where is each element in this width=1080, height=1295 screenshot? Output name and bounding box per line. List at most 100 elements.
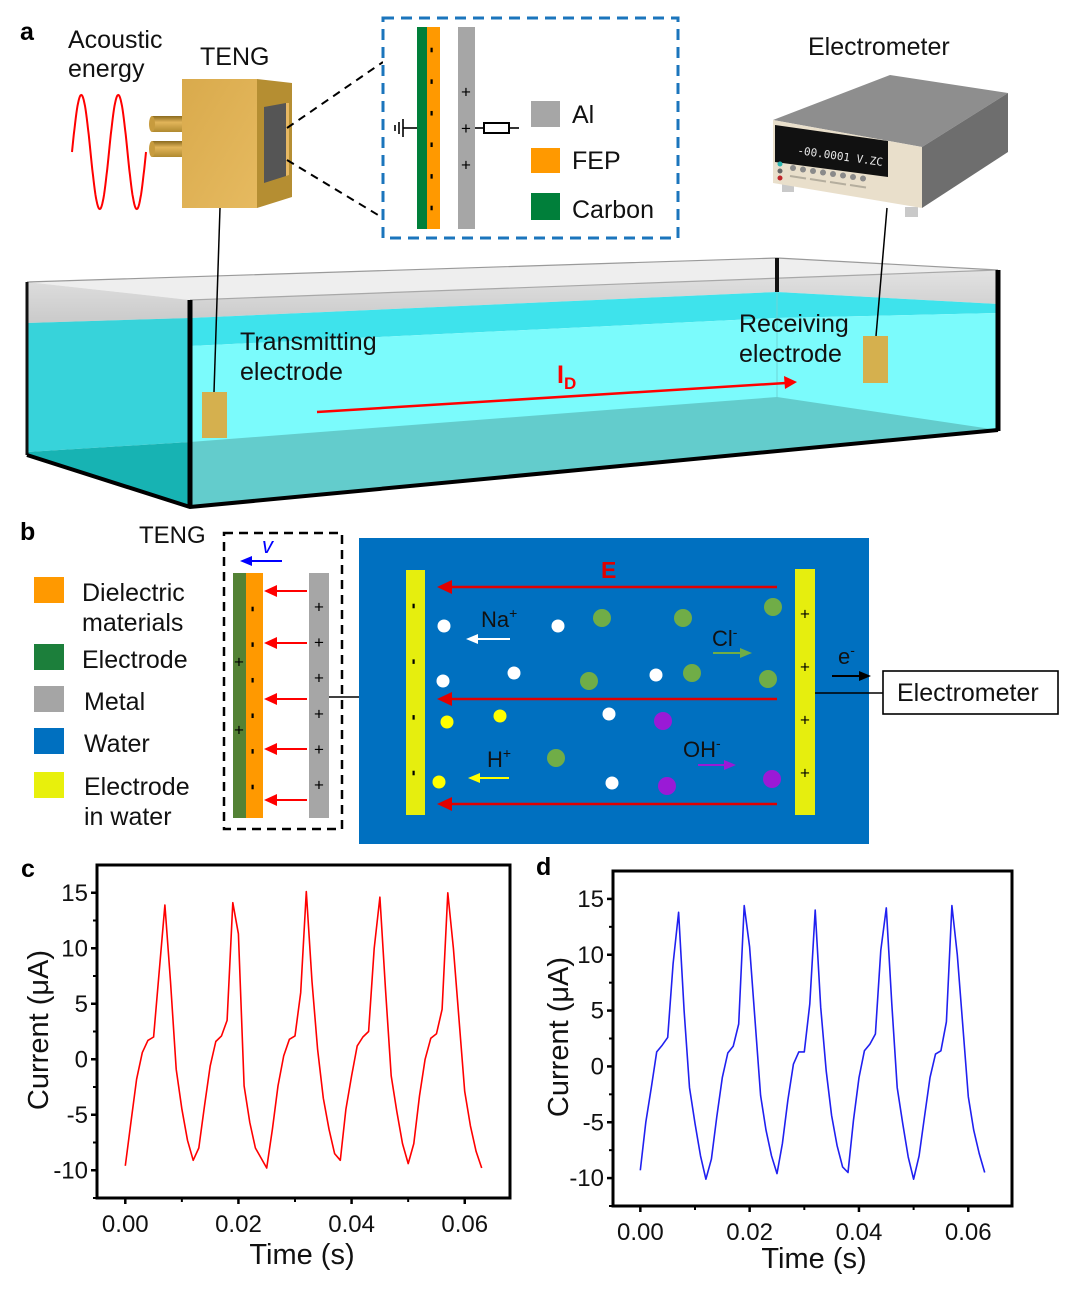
na-ion (437, 619, 451, 633)
right-water-electrode (795, 569, 815, 815)
h-ion-label: H+ (487, 745, 511, 772)
teng-pipe-top (152, 116, 183, 132)
legend-label-electrode: Electrode (82, 646, 188, 674)
negative-charge-icon: - (405, 603, 425, 609)
positive-charge-icon: + (314, 776, 324, 795)
chart-d-x-axis-title: Time (s) (761, 1243, 866, 1275)
teng-label: TENG (200, 43, 269, 71)
oh-ion (654, 712, 672, 730)
h-ion-symbol: H (487, 747, 503, 772)
inset-legend-label-carbon: Carbon (572, 196, 654, 224)
teng-metal-strip (309, 573, 329, 818)
positive-charge-icon: + (314, 704, 324, 723)
y-tick-label: 0 (75, 1046, 88, 1073)
negative-charge-icon: - (244, 748, 264, 754)
positive-charge-icon: + (234, 721, 244, 740)
legend-swatch-water (34, 728, 64, 754)
electrometer-side (922, 93, 1008, 208)
positive-charge-icon: + (314, 633, 324, 652)
electric-field-lines (437, 580, 777, 811)
oh-drift-arrow-head (724, 760, 736, 770)
electrometer-box-label: Electrometer (897, 679, 1039, 707)
legend-label-metal: Metal (84, 688, 145, 716)
field-arrow-head (437, 692, 452, 706)
electrometer-foot-right (905, 207, 918, 217)
negative-charge-icon: - (405, 770, 425, 776)
oh-ion (763, 770, 781, 788)
series-line (124, 890, 483, 1169)
positive-charge-icon: + (461, 119, 471, 138)
h-drift-arrow-head (468, 773, 480, 783)
cl-ions (547, 598, 782, 767)
inset-fep-layer (427, 27, 440, 229)
y-tick-label: 15 (577, 886, 604, 913)
y-tick-label: 5 (591, 998, 604, 1025)
teng-dashed-box (222, 531, 344, 831)
panel-label-a: a (20, 18, 35, 46)
cl-ion (759, 670, 777, 688)
x-tick-label: 0.06 (441, 1211, 488, 1238)
tank-floor (190, 397, 998, 507)
x-tick-label: 0.02 (726, 1219, 773, 1246)
tank-bottom-edge (26, 428, 999, 510)
positive-charge-icon: + (314, 669, 324, 688)
na-ion-charge: + (509, 605, 517, 621)
velocity-arrow (240, 556, 282, 566)
legend-label-water: Water (84, 730, 150, 758)
electrometer-foot-left (782, 183, 794, 192)
negative-charge-icon: - (405, 659, 425, 665)
cl-drift-arrow-head (740, 648, 752, 658)
positive-charge-icon: + (461, 83, 471, 102)
series-line (639, 904, 986, 1180)
teng-pipe-bottom-end (149, 141, 155, 157)
positive-charge-icon: + (314, 740, 324, 759)
cl-ion (764, 598, 782, 616)
cl-ion (547, 749, 565, 767)
acoustic-energy-label-line1: Acoustic (68, 26, 162, 54)
water-tank (25, 257, 1001, 510)
inset-legend-swatch-al (531, 101, 560, 127)
water-surface-band (190, 292, 998, 346)
electrometer-button-red (777, 175, 783, 181)
x-tick-label: 0.06 (945, 1219, 992, 1246)
y-tick-label: 0 (591, 1053, 604, 1080)
oh-ion (658, 777, 676, 795)
h-ions (432, 709, 507, 789)
negative-charge-icon: - (423, 110, 443, 116)
velocity-arrow-head (240, 556, 252, 566)
inset-legend-label-al: Al (572, 101, 594, 129)
cl-ion-charge: - (733, 624, 738, 640)
field-arrow-head (437, 797, 452, 811)
na-ion-symbol: Na (481, 607, 510, 632)
tank-side-water (27, 318, 190, 452)
na-ion (649, 668, 663, 682)
positive-charge-icon: + (800, 605, 810, 624)
panel-label-c: c (21, 855, 35, 883)
teng-electrode-strip (233, 573, 246, 818)
receiving-electrode (863, 336, 888, 383)
teng-pipe-bottom (152, 141, 183, 157)
y-tick-label: 5 (75, 991, 88, 1018)
negative-charge-icon: - (423, 205, 443, 211)
negative-charge-icon: - (244, 713, 264, 719)
oh-ions (654, 712, 781, 795)
positive-charge-icon: + (800, 711, 810, 730)
negative-charge-icon: - (423, 142, 443, 148)
h-ion (432, 775, 446, 789)
plot-frame (611, 869, 1014, 1208)
cl-ion-label: Cl- (712, 624, 738, 651)
oh-ion-symbol: OH (683, 737, 716, 762)
oh-ion-charge: - (716, 735, 721, 751)
negative-charge-icon: - (244, 784, 264, 790)
teng-schematic: ------++++++++ v (222, 531, 344, 831)
legend-swatch-dielectric (34, 577, 64, 603)
positive-charge-icon: + (234, 653, 244, 672)
transmitting-electrode-label-line1: Transmitting (240, 328, 377, 356)
zoom-line-bottom (286, 159, 384, 219)
h-ion (440, 715, 454, 729)
h-ion-charge: + (503, 745, 511, 761)
h-ion (493, 709, 507, 723)
